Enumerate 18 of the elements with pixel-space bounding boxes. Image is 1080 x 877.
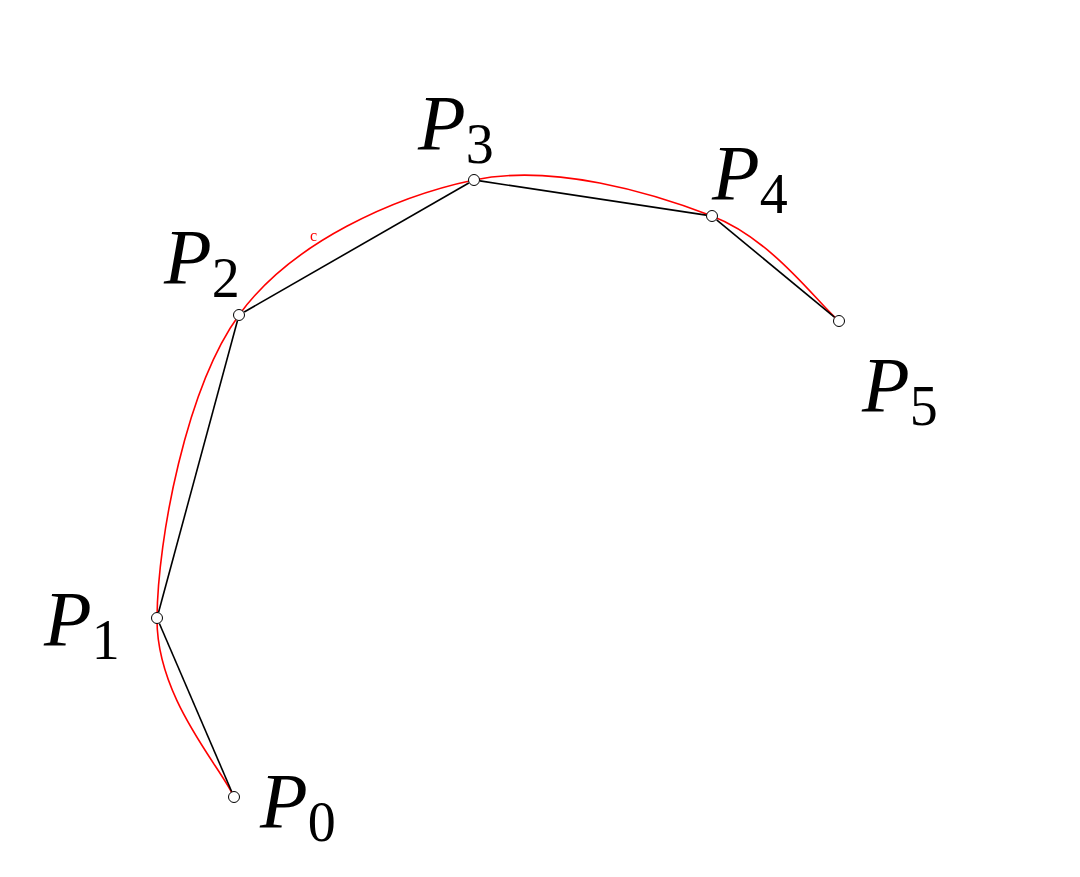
- curve-label: c: [310, 228, 318, 244]
- point-label: P$_{4}$: [712, 134, 788, 212]
- line-segment: [158, 622, 233, 793]
- point-marker: [706, 210, 718, 222]
- point-label: P$_{0}$: [260, 762, 336, 840]
- line-segment: [243, 182, 470, 313]
- point-marker: [468, 174, 480, 186]
- line-segment: [157, 320, 239, 613]
- point-label: P$_{2}$: [164, 218, 240, 296]
- point-marker: [233, 309, 245, 321]
- point-marker: [151, 612, 163, 624]
- line-segment: [479, 180, 707, 216]
- point-label: P$_{1}$: [44, 580, 120, 658]
- point-label: P$_{3}$: [418, 84, 494, 162]
- point-label: P$_{5}$: [862, 346, 938, 424]
- point-marker: [228, 791, 240, 803]
- point-marker: [833, 315, 845, 327]
- line-segment: [715, 219, 836, 318]
